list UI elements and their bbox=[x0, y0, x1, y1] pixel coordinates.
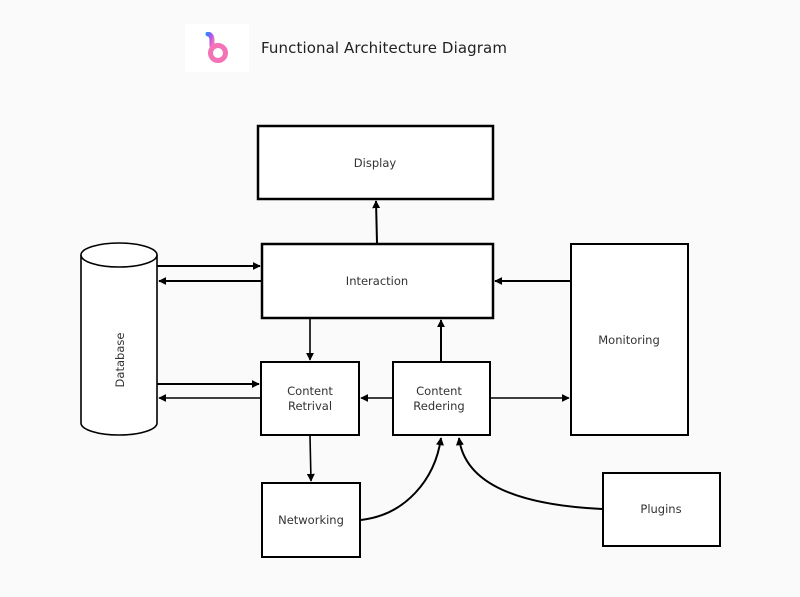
node-display-label: Display bbox=[354, 156, 397, 170]
node-networking[interactable]: Networking bbox=[261, 482, 361, 558]
b-logo-icon bbox=[205, 32, 228, 63]
node-content-redering-label-2: Redering bbox=[413, 399, 464, 413]
node-networking-label: Networking bbox=[278, 513, 344, 527]
node-content-redering[interactable]: Content Redering bbox=[392, 361, 491, 436]
node-database[interactable]: Database bbox=[80, 242, 158, 436]
edge-plugins-to-content-redering bbox=[455, 437, 603, 510]
node-content-retrival-label-2: Retrival bbox=[288, 399, 332, 413]
header: Functional Architecture Diagram bbox=[185, 24, 525, 72]
edge-content-retrival-to-networking bbox=[306, 435, 315, 482]
node-content-retrival[interactable]: Content Retrival bbox=[260, 361, 360, 436]
edge-networking-to-content-redering bbox=[360, 437, 444, 521]
node-monitoring-label: Monitoring bbox=[598, 333, 660, 347]
node-content-retrival-label-1: Content bbox=[287, 384, 333, 398]
node-content-redering-label-1: Content bbox=[416, 384, 462, 398]
page-title: Functional Architecture Diagram bbox=[261, 39, 508, 57]
edge-interaction-to-display bbox=[372, 200, 381, 244]
node-database-label: Database bbox=[113, 333, 127, 388]
node-plugins[interactable]: Plugins bbox=[602, 472, 721, 547]
node-plugins-label: Plugins bbox=[640, 502, 681, 516]
node-interaction[interactable]: Interaction bbox=[260, 242, 495, 320]
node-monitoring[interactable]: Monitoring bbox=[570, 243, 689, 436]
logo bbox=[185, 24, 249, 72]
node-display[interactable]: Display bbox=[256, 124, 495, 201]
node-interaction-label: Interaction bbox=[346, 274, 408, 288]
